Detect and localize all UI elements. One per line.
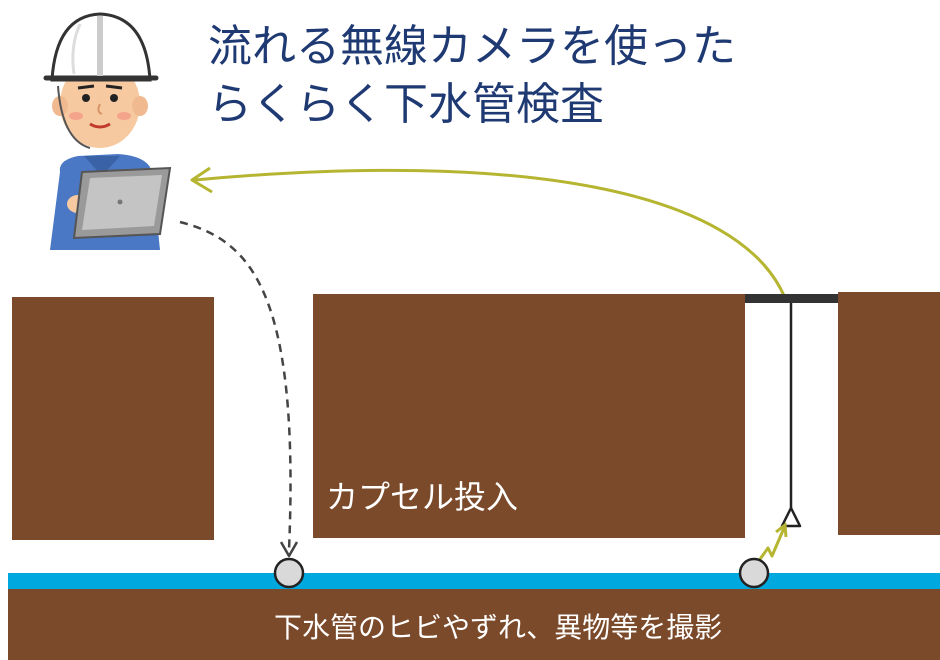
capsule-icon-left <box>273 557 305 589</box>
soil-block-left <box>12 297 214 540</box>
manhole-receiver <box>745 294 838 528</box>
lightning-signal-icon <box>756 527 786 563</box>
worker-icon <box>43 12 172 250</box>
pipe-caption-label: 下水管のヒビやずれ、異物等を撮影 <box>274 611 723 644</box>
soil-block-right <box>838 292 940 535</box>
soil-ground-bottom <box>8 588 940 660</box>
title-line-1: 流れる無線カメラを使った <box>208 21 736 72</box>
tablet-icon <box>72 166 172 240</box>
capsule-drop-arrow <box>179 220 299 558</box>
receiver-triangle-icon <box>780 506 802 528</box>
sewer-water-stripe <box>8 573 940 589</box>
title-line-2: らくらく下水管検査 <box>208 79 604 130</box>
capsule-icon-right <box>738 557 770 589</box>
page-title: 流れる無線カメラを使った らくらく下水管検査 <box>208 18 736 134</box>
signal-arrow <box>190 166 787 299</box>
capsule-insert-label: カプセル投入 <box>326 478 519 516</box>
soil-block-center <box>313 294 745 538</box>
